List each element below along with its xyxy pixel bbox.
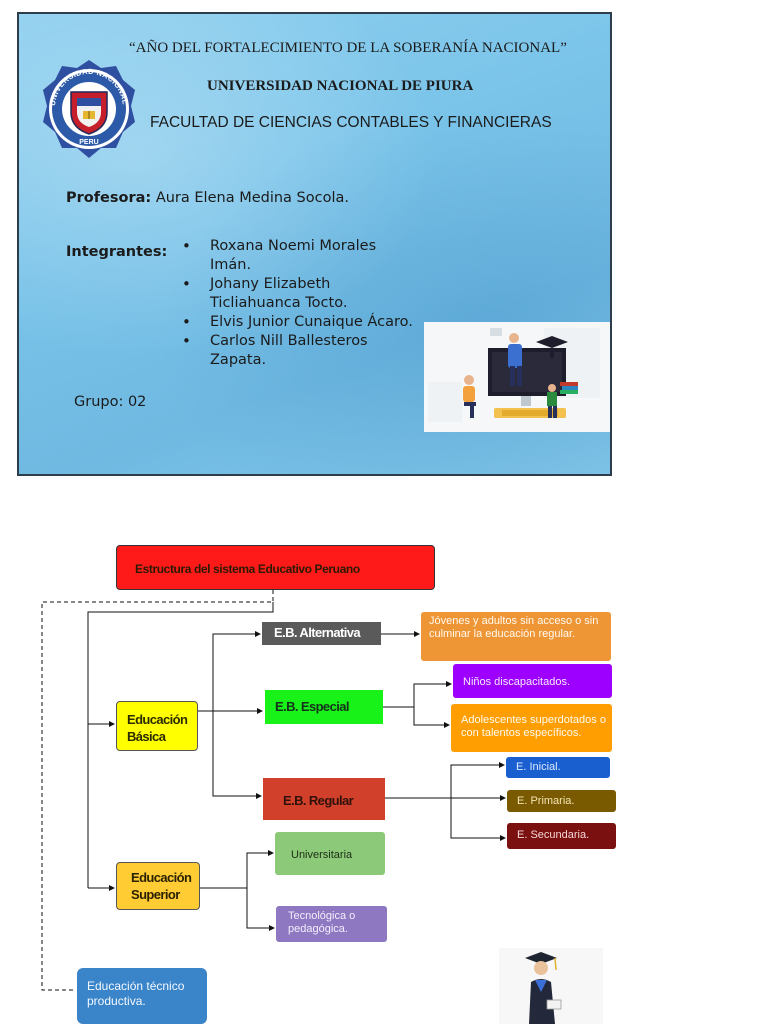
node-tecnico-productiva: Educación técnico productiva. xyxy=(77,968,207,1024)
member-item: Johany Elizabeth Ticliahuanca Tocto. xyxy=(182,275,420,313)
cover-slide: “AÑO DEL FORTALECIMIENTO DE LA SOBERANÍA… xyxy=(17,12,612,476)
diagram-title: Estructura del sistema Educativo Peruano xyxy=(116,545,435,590)
members-list: Roxana Noemi Morales Imán. Johany Elizab… xyxy=(182,237,420,370)
professor-line: Profesora: Aura Elena Medina Socola. xyxy=(66,190,349,206)
node-eb-alternativa: E.B. Alternativa xyxy=(262,622,381,645)
node-eb-especial: E.B. Especial xyxy=(265,690,383,724)
professor-label: Profesora: xyxy=(66,190,152,206)
faculty-name: FACULTAD DE CIENCIAS CONTABLES Y FINANCI… xyxy=(150,114,552,131)
node-universitaria: Universitaria xyxy=(275,832,385,875)
members-label: Integrantes: xyxy=(66,244,168,260)
member-item: Elvis Junior Cunaique Ácaro. xyxy=(182,313,420,332)
node-tecnologica: Tecnológica o pedagógica. xyxy=(276,906,387,942)
graduate-illustration xyxy=(499,948,603,1024)
node-label: Educación xyxy=(131,870,192,885)
classroom-illustration xyxy=(424,322,610,432)
node-educacion-superior: Educación Superior xyxy=(116,862,200,910)
node-educacion-basica: Educación Básica xyxy=(116,701,198,751)
university-seal: UNIVERSIDAD NACIONAL DE PIURA PERU xyxy=(41,58,135,158)
node-label: Educación xyxy=(127,712,188,727)
node-label: Básica xyxy=(127,729,166,744)
node-alternativa-desc: Jóvenes y adultos sin acceso o sin culmi… xyxy=(421,612,611,661)
node-inicial: E. Inicial. xyxy=(506,757,610,778)
node-primaria: E. Primaria. xyxy=(507,790,616,812)
node-adolescentes-superdotados: Adolescentes superdotados o con talentos… xyxy=(451,704,612,752)
member-item: Carlos Nill Ballesteros Zapata. xyxy=(182,332,420,370)
node-ninos-discapacitados: Niños discapacitados. xyxy=(453,664,612,698)
group-number: Grupo: 02 xyxy=(74,394,147,410)
professor-name: Aura Elena Medina Socola. xyxy=(151,190,349,206)
node-secundaria: E. Secundaria. xyxy=(507,823,616,849)
member-item: Roxana Noemi Morales Imán. xyxy=(182,237,420,275)
university-name: UNIVERSIDAD NACIONAL DE PIURA xyxy=(207,78,474,94)
seal-country: PERU xyxy=(79,139,98,146)
node-eb-regular: E.B. Regular xyxy=(263,778,385,820)
year-motto: “AÑO DEL FORTALECIMIENTO DE LA SOBERANÍA… xyxy=(129,40,567,56)
node-label: Superior xyxy=(131,887,180,902)
